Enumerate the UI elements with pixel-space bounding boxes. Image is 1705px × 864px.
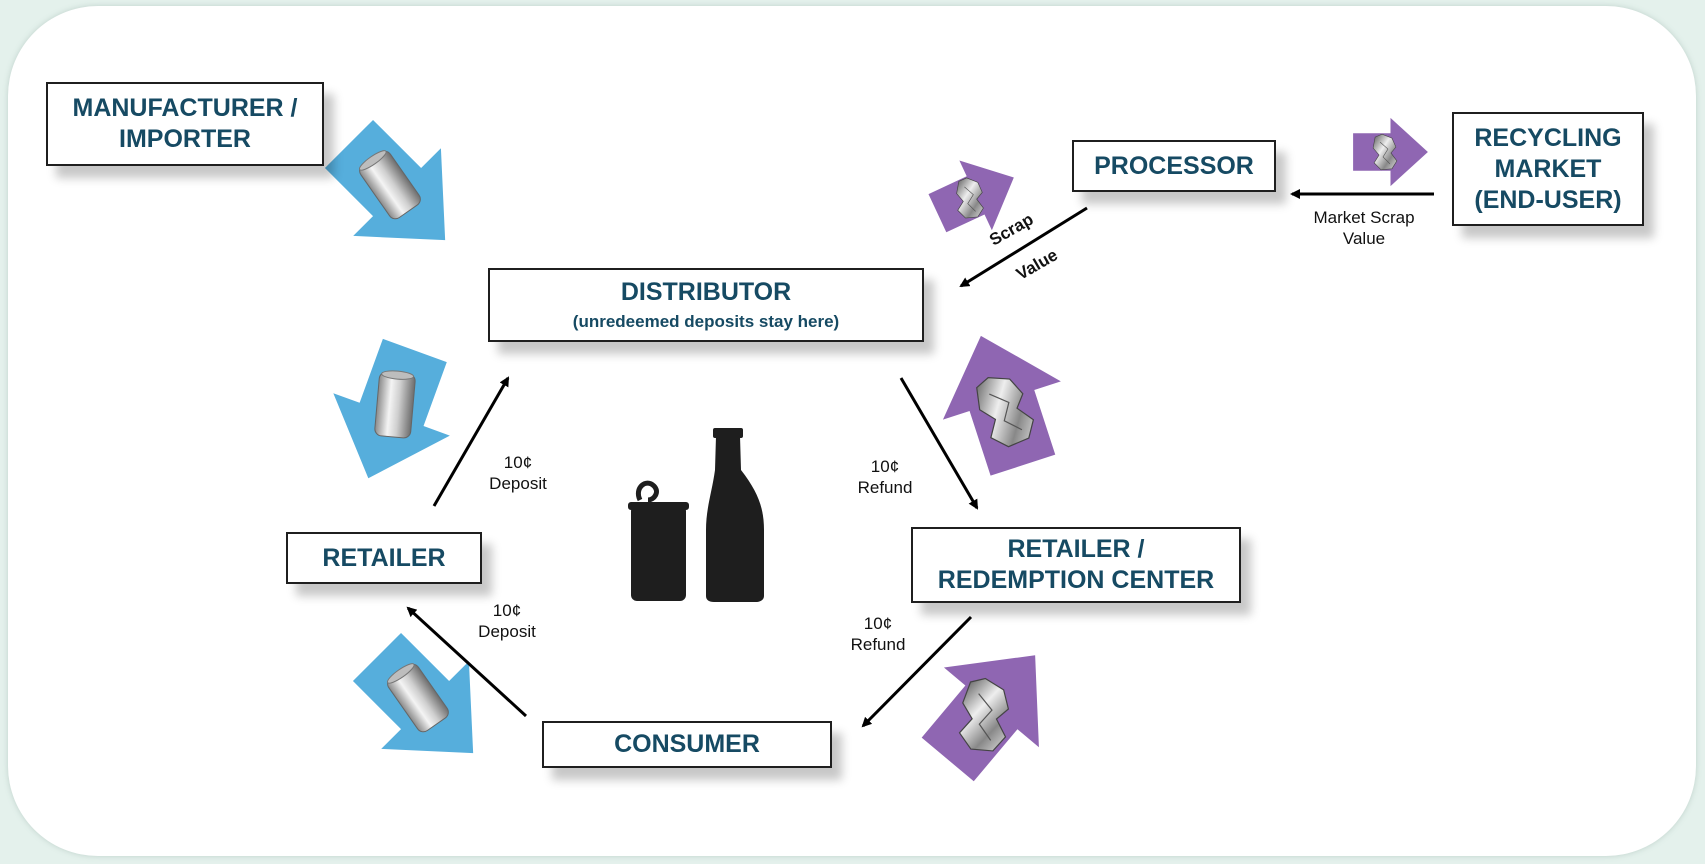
node-retailer-label: RETAILER [322,543,446,572]
node-distributor-label: DISTRIBUTOR [620,278,792,306]
node-redemption-center: RETAILER / REDEMPTION CENTER [911,527,1241,603]
label-redemption-refund: 10¢ Refund [850,614,906,654]
node-manufacturer-label: MANUFACTURER / IMPORTER [72,94,298,153]
blue-arrow-manufacturer [305,100,489,284]
label-market-scrap-value: Market Scrap Value [1313,208,1415,248]
label-distributor-refund: 10¢ Refund [857,457,913,497]
node-consumer-label: CONSUMER [614,730,760,758]
node-redemption-center-label: RETAILER / REDEMPTION CENTER [937,535,1215,594]
arrow-distributor-to-redemption [899,377,979,510]
label-retailer-deposit: 10¢ Deposit [489,453,547,493]
node-recycling-market-label: RECYCLING MARKET (END-USER) [1474,123,1622,214]
blue-arrow-retailer [310,329,474,500]
can-silhouette-icon [628,480,689,601]
purple-arrow-redemption [921,316,1082,485]
arrow-retailer-to-distributor [432,376,510,507]
purple-arrow-market [1353,117,1428,187]
arrow-consumer-to-retailer [406,606,528,718]
node-retailer: RETAILER [286,532,482,584]
node-distributor: DISTRIBUTOR (unredeemed deposits stay he… [488,268,924,342]
node-processor-label: PROCESSOR [1094,151,1254,180]
label-consumer-deposit: 10¢ Deposit [478,601,536,641]
node-recycling-market: RECYCLING MARKET (END-USER) [1452,112,1644,226]
arrow-redemption-to-consumer [861,615,973,728]
bottle-silhouette-icon [706,428,764,602]
node-manufacturer: MANUFACTURER / IMPORTER [46,82,324,166]
arrow-processor-to-distributor [959,206,1088,288]
node-distributor-note: (unredeemed deposits stay here) [572,312,840,331]
beverage-can-icon [373,369,417,439]
node-processor: PROCESSOR [1072,140,1276,192]
purple-arrow-consumer [900,615,1083,800]
node-consumer: CONSUMER [542,721,832,768]
